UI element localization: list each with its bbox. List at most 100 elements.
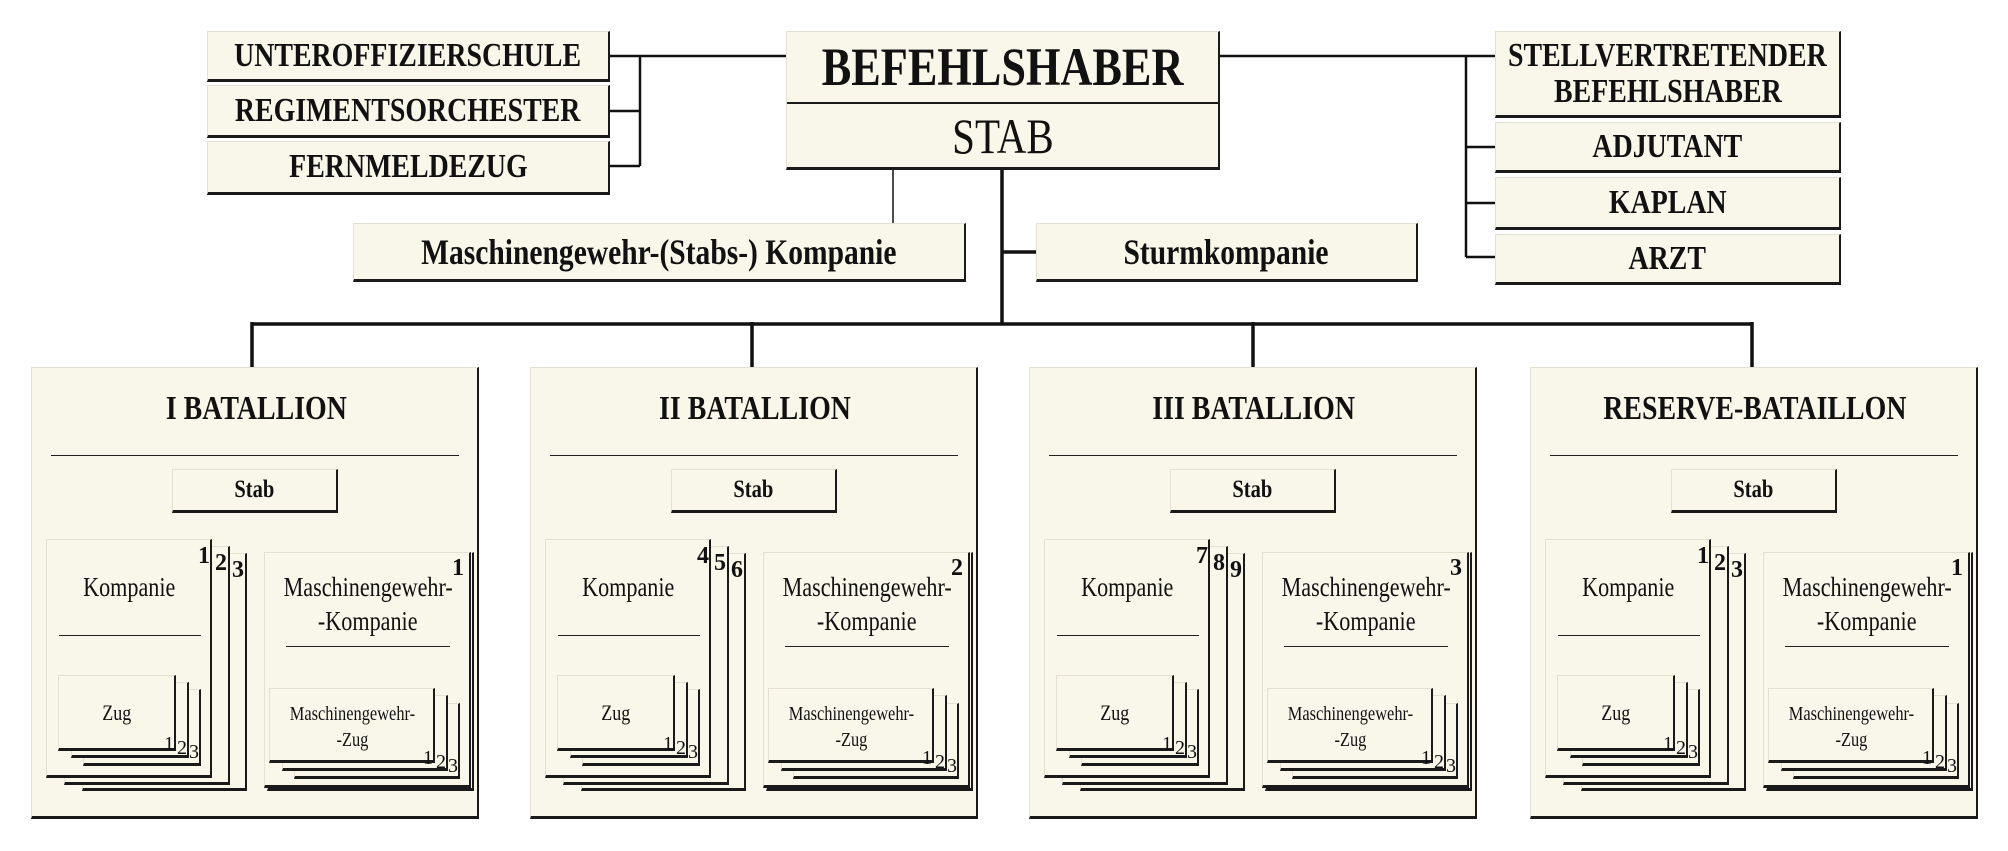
battalion-box: I BATALLION Stab Kompanie Zug 1 2 3 1 2 …: [31, 367, 479, 819]
platoon-number: 1: [164, 733, 174, 755]
platoon-number: 2: [1175, 737, 1185, 759]
platoon-text: Zug: [102, 700, 132, 725]
platoon-box: [1557, 675, 1675, 751]
battalion-staff-box: Stab: [172, 469, 338, 513]
unit-box-nco-school: UNTEROFFIZIERSCHULE: [207, 31, 610, 82]
battalion-title-text: II BATALLION: [659, 390, 851, 427]
mg-platoon-text: -Zug: [1835, 729, 1867, 751]
mg-platoon-text: -Zug: [336, 729, 368, 751]
company-number: 1: [1697, 543, 1709, 569]
company-number: 2: [215, 550, 227, 576]
platoon-number: 2: [1676, 737, 1686, 759]
mg-platoon-text: Maschinengewehr-: [1788, 703, 1914, 725]
battalion-title: I BATALLION: [32, 390, 480, 428]
company-number: 8: [1213, 550, 1225, 576]
commander-title: BEFEHLSHABER: [821, 37, 1184, 97]
company-label: Kompanie: [46, 570, 212, 604]
unit-label: ARZT: [1628, 239, 1707, 277]
mg-platoon-label: Maschinengewehr--Zug: [768, 701, 934, 753]
mg-company-text: Maschinengewehr-: [283, 572, 453, 602]
mg-company-number: 1: [1951, 555, 1963, 581]
mg-platoon-number: 3: [1446, 755, 1456, 777]
company-text: Kompanie: [82, 572, 176, 602]
unit-box-regimental-band: REGIMENTSORCHESTER: [207, 85, 610, 138]
mg-platoon-text: Maschinengewehr-: [1287, 703, 1413, 725]
mg-company-text: -Kompanie: [1817, 606, 1917, 636]
company-text: Kompanie: [1080, 572, 1174, 602]
platoon-number: 1: [1663, 733, 1673, 755]
commander-box: BEFEHLSHABER STAB: [786, 31, 1220, 170]
mg-platoon-text: -Zug: [1334, 729, 1366, 751]
mg-platoon-number: 3: [448, 755, 458, 777]
platoon-box: [557, 675, 675, 751]
mg-platoon-number: 1: [1421, 747, 1431, 769]
company-text: Kompanie: [1581, 572, 1675, 602]
mg-platoon-number: 2: [436, 751, 446, 773]
staff-label: Stab: [733, 476, 774, 503]
mg-company-text: Maschinengewehr-: [1782, 572, 1952, 602]
unit-label: ADJUTANT: [1592, 127, 1743, 165]
mg-company-number: 3: [1450, 555, 1462, 581]
platoon-text: Zug: [1601, 700, 1631, 725]
mg-platoon-number: 3: [947, 755, 957, 777]
company-number: 5: [714, 550, 726, 576]
mg-platoon-number: 2: [1935, 751, 1945, 773]
company-label: Kompanie: [1545, 570, 1711, 604]
divider: [51, 455, 459, 456]
mg-platoon-text: Maschinengewehr-: [788, 703, 914, 725]
mg-platoon-number: 2: [935, 751, 945, 773]
mg-platoon-number: 2: [1434, 751, 1444, 773]
divider: [550, 455, 958, 456]
company-label: Kompanie: [1044, 570, 1210, 604]
divider: [286, 646, 450, 647]
mg-company-number: 1: [452, 555, 464, 581]
platoon-box: [58, 675, 176, 751]
mg-platoon-box: [1267, 688, 1433, 763]
company-number: 9: [1230, 557, 1242, 583]
mg-company-text: -Kompanie: [318, 606, 418, 636]
mg-platoon-text: Maschinengewehr-: [289, 703, 415, 725]
mg-platoon-number: 1: [1922, 747, 1932, 769]
platoon-label: Zug: [1557, 700, 1675, 726]
company-number: 4: [697, 543, 709, 569]
battalion-box: III BATALLION Stab Kompanie Zug 1 2 3 7 …: [1029, 367, 1477, 819]
divider: [785, 646, 949, 647]
divider: [59, 635, 201, 636]
unit-box-assault-company: Sturmkompanie: [1036, 223, 1418, 282]
divider: [558, 635, 700, 636]
mg-platoon-box: [1768, 688, 1934, 763]
company-label: Kompanie: [545, 570, 711, 604]
company-number: 1: [198, 543, 210, 569]
battalion-title: III BATALLION: [1030, 390, 1478, 428]
commander-staff: STAB: [951, 108, 1054, 164]
battalion-staff-box: Stab: [671, 469, 837, 513]
platoon-number: 3: [1187, 741, 1197, 763]
unit-label: REGIMENTSORCHESTER: [235, 91, 581, 129]
company-number: 3: [1731, 557, 1743, 583]
divider: [1049, 455, 1457, 456]
platoon-text: Zug: [601, 700, 631, 725]
mg-platoon-label: Maschinengewehr- -Zug: [269, 701, 435, 753]
divider: [1057, 635, 1199, 636]
battalion-staff-box: Stab: [1671, 469, 1837, 513]
mg-company-label: Maschinengewehr- -Kompanie: [1258, 570, 1474, 638]
mg-platoon-number: 1: [423, 747, 433, 769]
platoon-number: 3: [189, 741, 199, 763]
battalion-title: RESERVE-BATAILLON: [1531, 390, 1979, 428]
unit-label: UNTEROFFIZIERSCHULE: [234, 36, 582, 74]
platoon-box: [1056, 675, 1174, 751]
mg-company-text: Maschinengewehr-: [1281, 572, 1451, 602]
battalion-box: RESERVE-BATAILLON Stab Kompanie Zug 1 2 …: [1530, 367, 1978, 819]
divider: [1284, 646, 1448, 647]
mg-company-text: -Kompanie: [1316, 606, 1416, 636]
company-text: Kompanie: [581, 572, 675, 602]
platoon-number: 2: [676, 737, 686, 759]
mg-company-number: 2: [951, 555, 963, 581]
mg-company-label: Maschinengewehr- -Kompanie: [260, 570, 476, 638]
battalion-title-text: RESERVE-BATAILLON: [1603, 390, 1907, 427]
battalion-title-text: III BATALLION: [1152, 390, 1356, 427]
unit-label: KAPLAN: [1608, 183, 1727, 221]
platoon-label: Zug: [1056, 700, 1174, 726]
